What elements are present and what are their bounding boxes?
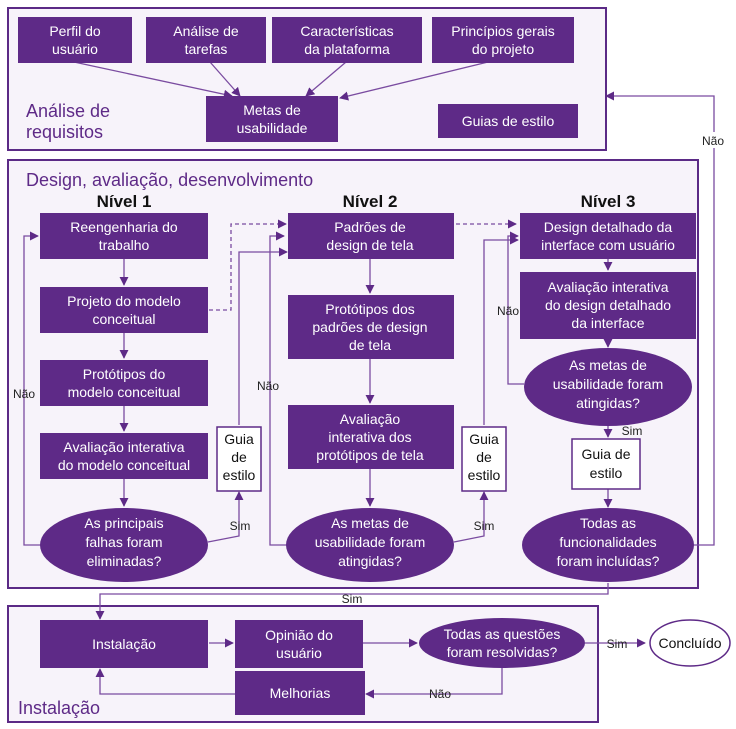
major-flaws-decision [40, 508, 208, 582]
level3-style-guide-box [571, 438, 641, 490]
no-label-level3: Não [497, 304, 519, 318]
no-label-installation: Não [429, 687, 451, 701]
usability-goals-box [206, 96, 338, 142]
level3-title: Nível 3 [581, 192, 636, 211]
branch-labels: Não Não Não Não Sim Sim Sim Sim Sim Não [13, 132, 729, 701]
level3-goals-decision [524, 348, 692, 426]
level1-title: Nível 1 [97, 192, 152, 211]
level2-style-guide-box [461, 426, 507, 492]
user-profile-box [18, 17, 132, 63]
task-analysis-box [146, 17, 266, 63]
functionality-decision [522, 508, 694, 582]
platform-characteristics-box [272, 17, 422, 63]
flow-arrows [23, 61, 715, 699]
conceptual-model-design-box [40, 287, 208, 333]
screen-prototypes-evaluation-box [288, 405, 454, 469]
installation-title: Instalação [18, 698, 100, 718]
level2-title: Nível 2 [343, 192, 398, 211]
design-principles-box [432, 17, 574, 63]
style-guides-label: Guias de estilo [462, 113, 555, 129]
done-label: Concluído [658, 635, 721, 651]
improvements-box [235, 671, 365, 715]
yes-label-done: Sim [607, 637, 628, 651]
conceptual-model-evaluation-box [40, 433, 208, 479]
design-title: Design, avaliação, desenvolvimento [26, 170, 313, 190]
conceptual-model-prototypes-box [40, 360, 208, 406]
user-feedback-box [235, 620, 363, 668]
work-reengineering-box [40, 213, 208, 259]
detailed-design-evaluation-box [520, 272, 696, 339]
issues-resolved-decision [419, 618, 585, 668]
screen-design-standards-box [288, 213, 454, 259]
style-guides-box [438, 104, 578, 138]
installation-box [40, 620, 208, 668]
installation-label: Instalação [92, 636, 156, 652]
level1-style-guide-box [216, 426, 262, 492]
no-label-requirements: Não [702, 134, 724, 148]
screen-standards-prototypes-box [288, 295, 454, 359]
yes-label-installation: Sim [342, 592, 363, 606]
no-label-level2: Não [257, 379, 279, 393]
level2-goals-decision [286, 508, 454, 582]
yes-label-level3: Sim [622, 424, 643, 438]
improvements-label: Melhorias [270, 685, 331, 701]
detailed-ui-design-box [520, 213, 696, 259]
yes-label-level1: Sim [230, 519, 251, 533]
no-label-level1: Não [13, 387, 35, 401]
done-terminal [649, 619, 731, 667]
yes-label-level2: Sim [474, 519, 495, 533]
